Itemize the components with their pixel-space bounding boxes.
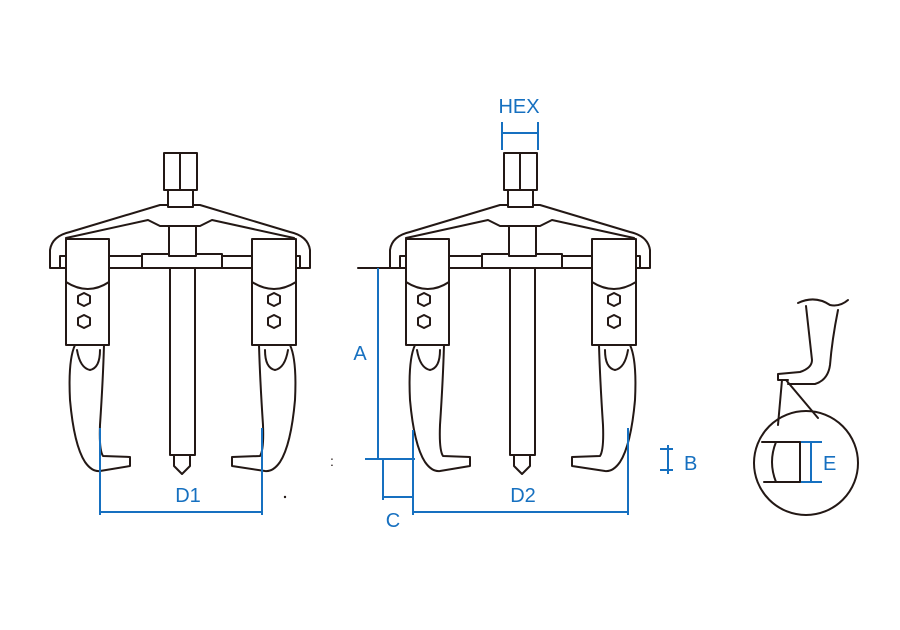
left-puller	[49, 152, 311, 475]
label-b: B	[684, 453, 697, 475]
dimension-d1: D1	[99, 428, 263, 515]
label-e: E	[823, 453, 836, 475]
dimension-d2: D2	[413, 428, 629, 515]
colon-mark: :	[330, 453, 334, 469]
label-c: C	[386, 510, 400, 532]
dimension-c: C	[382, 430, 414, 532]
label-d1: D1	[175, 485, 201, 507]
label-d2: D2	[510, 485, 536, 507]
right-puller	[389, 152, 651, 475]
jaw-tip-detail: E	[753, 298, 859, 516]
dimension-a: A	[353, 267, 415, 460]
label-hex: HEX	[498, 96, 539, 118]
dimension-hex: HEX	[498, 96, 540, 150]
dimension-b: B	[660, 445, 697, 475]
dot-mark	[283, 495, 287, 499]
label-a: A	[353, 343, 367, 365]
